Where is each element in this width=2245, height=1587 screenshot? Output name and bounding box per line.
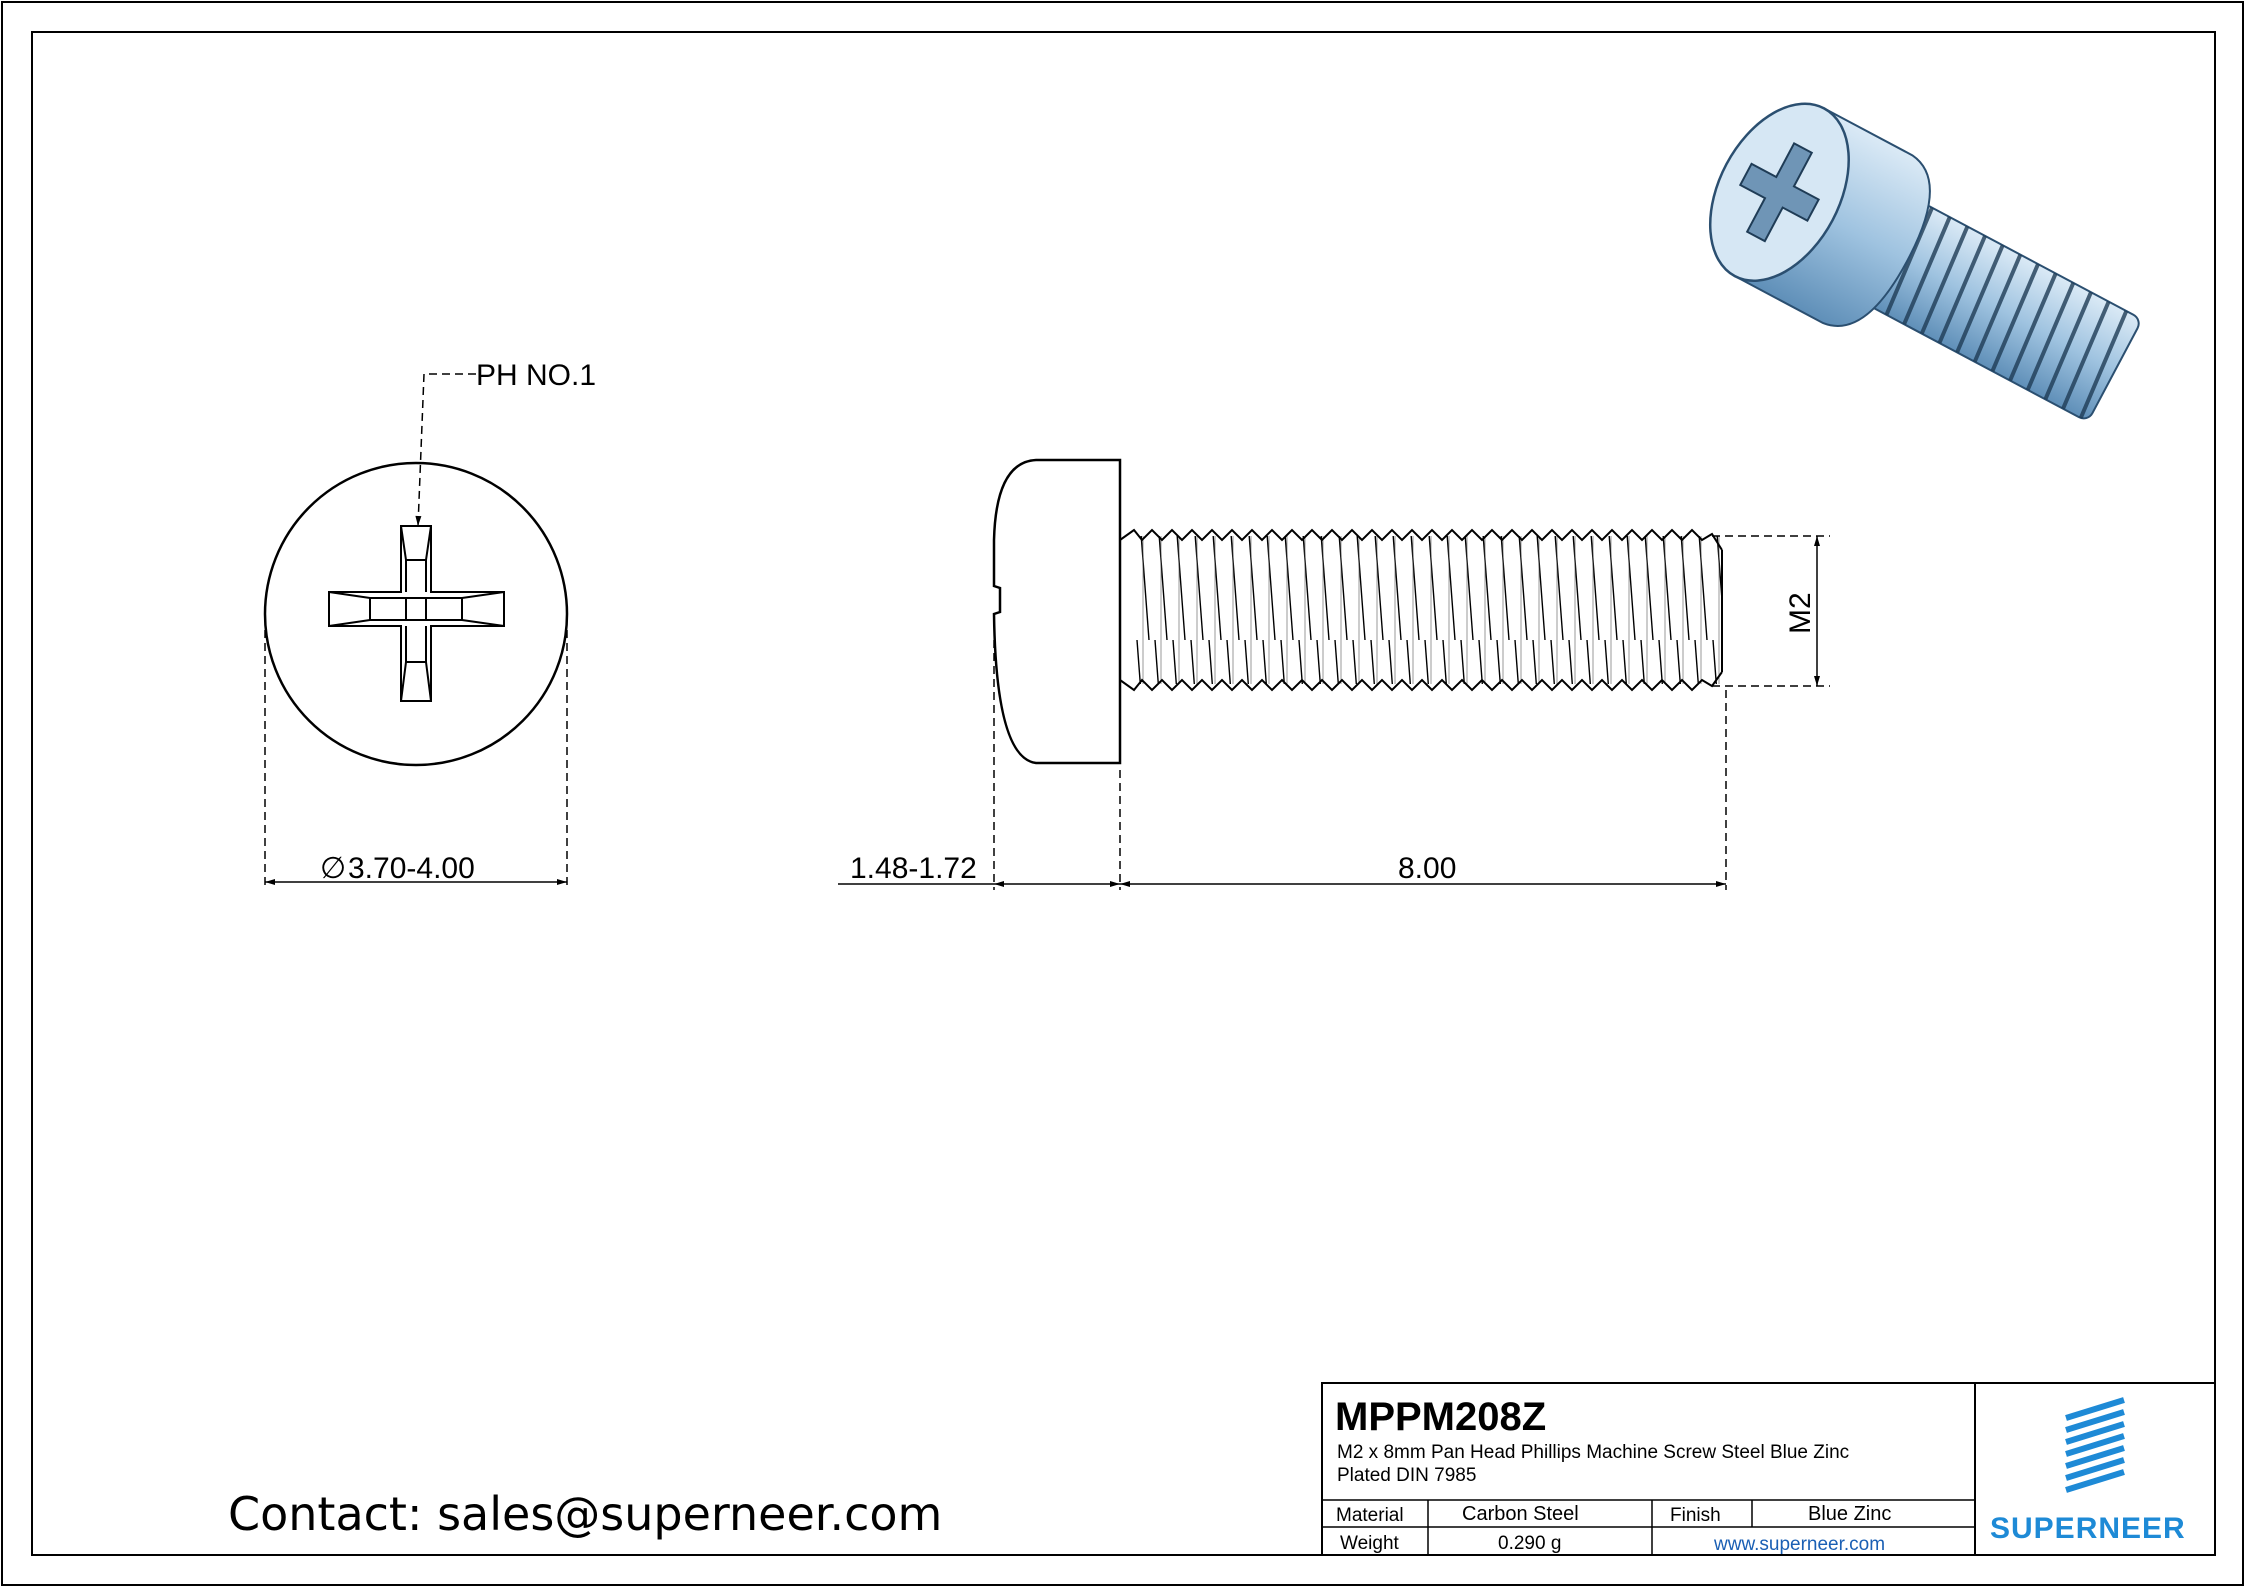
logo-text: SUPERNEER: [1990, 1512, 2186, 1545]
ph-callout: PH NO.1: [476, 359, 596, 392]
material-label: Material: [1336, 1505, 1404, 1526]
diameter-symbol: ∅: [320, 852, 346, 885]
thread-size-value: M2: [1784, 592, 1817, 634]
head-diameter-value: 3.70-4.00: [348, 852, 475, 885]
website-link[interactable]: www.superneer.com: [1713, 1534, 1885, 1555]
finish-value: Blue Zinc: [1808, 1503, 1891, 1525]
head-height-value: 1.48-1.72: [850, 852, 977, 885]
weight-label: Weight: [1340, 1533, 1400, 1554]
finish-label: Finish: [1670, 1505, 1721, 1526]
thread-crest-top: [1119, 528, 1723, 551]
inner-border: [31, 31, 2216, 1556]
ph-leader-line: [415, 373, 476, 527]
weight-value: 0.290 g: [1498, 1533, 1561, 1554]
head-outline-circle: [263, 461, 569, 767]
contact-email[interactable]: Contact: sales@superneer.com: [228, 1487, 942, 1541]
screw-side-view: M2 1.48-1.72 8.00: [838, 458, 1830, 890]
description-line2: Plated DIN 7985: [1337, 1465, 1476, 1486]
screw-3d-render: [1708, 102, 2140, 420]
screw-head-profile: [992, 458, 1122, 765]
thread-pattern: [1134, 536, 1722, 684]
phillips-recess-icon: [328, 525, 505, 702]
title-block: MPPM208Z M2 x 8mm Pan Head Phillips Mach…: [1321, 1382, 2216, 1556]
part-number: MPPM208Z: [1335, 1395, 1546, 1439]
description-line1: M2 x 8mm Pan Head Phillips Machine Screw…: [1337, 1442, 1849, 1463]
head-front-view: PH NO.1 ∅ 3.70-4.00: [263, 359, 596, 890]
superneer-logo-icon: [2065, 1397, 2125, 1493]
length-value: 8.00: [1398, 852, 1456, 885]
material-value: Carbon Steel: [1462, 1503, 1579, 1525]
thread-crest-bottom: [1119, 671, 1723, 692]
